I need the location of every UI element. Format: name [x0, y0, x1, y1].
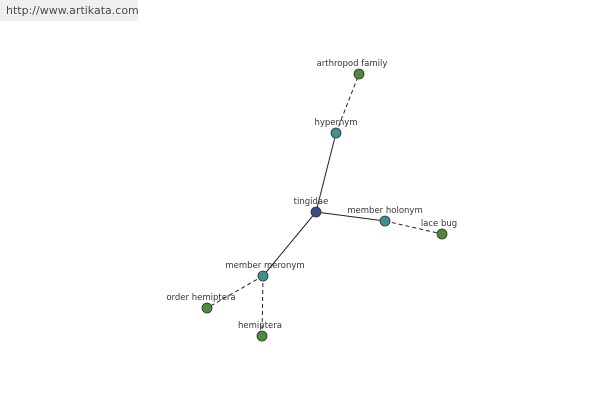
edge-member-meronym-to-hemiptera [261, 275, 264, 337]
edges-layer [206, 73, 443, 337]
node-hemiptera[interactable]: hemiptera [238, 321, 282, 342]
node-dot-member-holonym[interactable] [379, 215, 391, 227]
edge-tingidae-to-member-holonym [315, 211, 386, 222]
node-order-hemiptera[interactable]: order hemiptera [166, 293, 236, 314]
node-lace-bug[interactable]: lace bug [421, 219, 457, 240]
nodes-layer: tingidae hypernym arthropod family member h… [166, 59, 457, 342]
node-dot-order-hemiptera[interactable] [201, 302, 213, 314]
node-label-hypernym: hypernym [314, 118, 357, 128]
node-dot-arthropod-family[interactable] [353, 68, 365, 80]
node-dot-member-meronym[interactable] [257, 270, 269, 282]
node-dot-tingidae[interactable] [310, 206, 322, 218]
node-member-holonym[interactable]: member holonym [347, 206, 423, 227]
node-label-arthropod-family: arthropod family [317, 59, 388, 69]
site-url-watermark: http://www.artikata.com [0, 0, 139, 21]
node-tingidae[interactable]: tingidae [294, 197, 329, 218]
node-dot-hemiptera[interactable] [256, 330, 268, 342]
node-label-lace-bug: lace bug [421, 219, 457, 229]
node-dot-lace-bug[interactable] [436, 228, 448, 240]
node-dot-hypernym[interactable] [330, 127, 342, 139]
edge-member-meronym-to-order-hemiptera [206, 275, 264, 309]
node-label-order-hemiptera: order hemiptera [166, 293, 235, 303]
node-arthropod-family[interactable]: arthropod family [317, 59, 388, 80]
edge-tingidae-to-member-meronym [262, 211, 317, 277]
node-member-meronym[interactable]: member meronym [225, 261, 305, 282]
node-label-member-holonym: member holonym [347, 206, 422, 216]
node-label-member-meronym: member meronym [225, 261, 304, 271]
node-hypernym[interactable]: hypernym [314, 118, 358, 139]
edge-tingidae-to-hypernym [315, 132, 337, 213]
node-label-hemiptera: hemiptera [238, 321, 282, 331]
edge-hypernym-to-arthropod-family [335, 73, 360, 134]
edge-member-holonym-to-lace-bug [384, 220, 443, 235]
node-label-tingidae: tingidae [294, 197, 329, 207]
